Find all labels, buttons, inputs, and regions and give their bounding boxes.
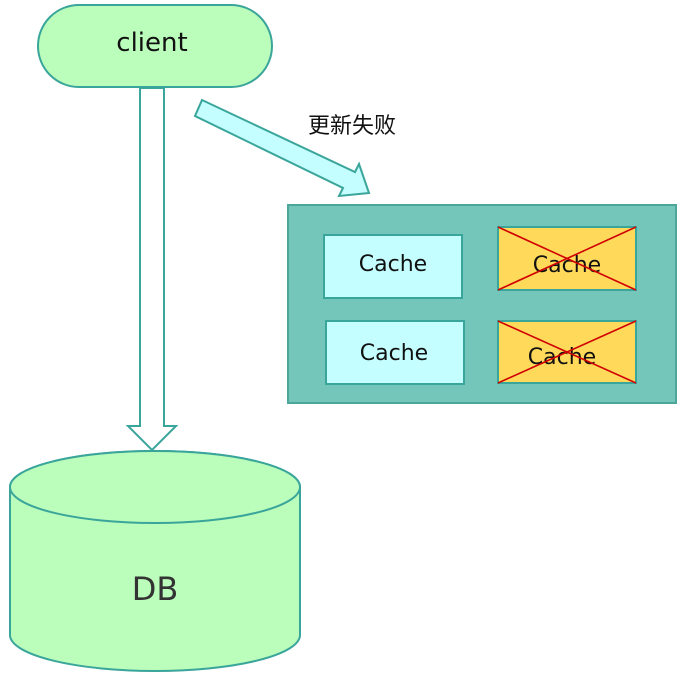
cache-label-2: Cache [533, 253, 601, 278]
cache-node-4: Cache [497, 320, 637, 384]
cache-box-1 [323, 234, 463, 299]
client-to-cache-label: 更新失败 [308, 114, 396, 139]
failed-cross-icon [497, 320, 637, 384]
cache-label-4: Cache [528, 345, 596, 370]
client-to-db-arrow-shape [125, 87, 179, 452]
db-label: DB [132, 570, 179, 608]
client-to-cache-arrow-shape [193, 98, 371, 198]
cache-box-3 [325, 320, 465, 385]
db-node: DB [9, 450, 301, 672]
client-node: client [37, 4, 273, 88]
failed-cross-icon [497, 226, 637, 291]
cache-node-3: Cache [325, 320, 465, 385]
cache-node-2: Cache [497, 226, 637, 291]
cache-node-1: Cache [323, 234, 463, 299]
cache-label-1: Cache [359, 252, 427, 277]
client-to-db-arrow [125, 87, 179, 452]
cache-cluster: Cache Cache Cache Cache [287, 204, 677, 404]
db-cylinder-top [9, 450, 301, 524]
client-label: client [116, 28, 187, 58]
cache-label-3: Cache [360, 341, 428, 366]
client-to-cache-arrow: 更新失败 [193, 98, 396, 198]
